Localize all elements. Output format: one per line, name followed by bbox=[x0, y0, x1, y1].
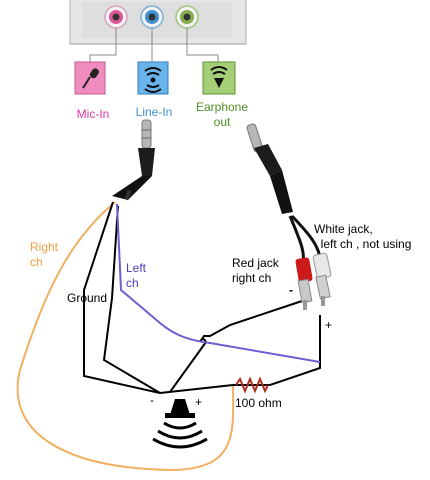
ground-label: Ground bbox=[67, 291, 108, 305]
speaker-plus-label: + bbox=[195, 395, 203, 409]
earphone-icon bbox=[202, 61, 236, 95]
right-channel-wire bbox=[16, 201, 235, 472]
mic-icon bbox=[74, 61, 106, 95]
rca-minus-label: - bbox=[289, 283, 293, 297]
port-leader-lines bbox=[89, 28, 219, 62]
earphone-out-label: Earphone out bbox=[195, 100, 249, 129]
resistor-icon bbox=[233, 376, 270, 394]
line-in-icon bbox=[137, 61, 169, 95]
ground-wires bbox=[83, 201, 321, 394]
red-jack-label: Red jack right ch bbox=[232, 256, 279, 285]
right-audio-plug bbox=[246, 123, 293, 214]
left-channel-wire bbox=[116, 203, 321, 363]
speaker-icon bbox=[152, 399, 208, 449]
white-jack-label: White jack, left ch , not using bbox=[314, 222, 412, 251]
red-rca-plug bbox=[288, 215, 313, 310]
left-channel-label: Left ch bbox=[126, 261, 147, 290]
mic-in-label: Mic-In bbox=[76, 107, 110, 121]
rca-plus-label: + bbox=[325, 318, 333, 332]
right-channel-label: Right ch bbox=[30, 240, 59, 269]
line-in-jack bbox=[140, 5, 164, 29]
line-in-label: Line-In bbox=[135, 105, 173, 119]
speaker-minus-label: - bbox=[150, 393, 154, 407]
resistor-label: 100 ohm bbox=[235, 396, 282, 410]
earphone-out-jack bbox=[175, 5, 199, 29]
mic-in-jack bbox=[104, 5, 128, 29]
left-audio-plug bbox=[112, 119, 155, 201]
white-rca-plug bbox=[290, 214, 332, 306]
